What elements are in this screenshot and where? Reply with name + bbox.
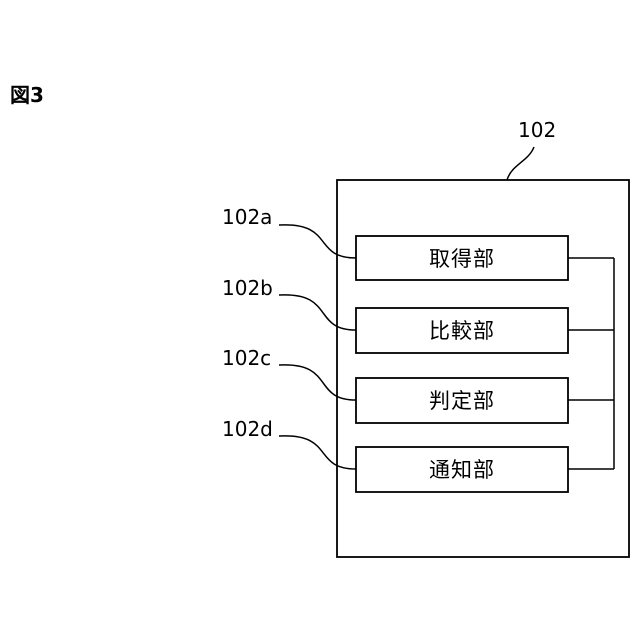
unit-ref-label-a: 102a: [222, 205, 272, 229]
unit-label-a: 取得部: [429, 247, 495, 271]
unit-ref-label-b: 102b: [222, 276, 273, 300]
unit-leader-line-c: [279, 365, 356, 400]
unit-ref-label-c: 102c: [222, 346, 271, 370]
unit-leader-line-a: [279, 225, 356, 258]
container-leader-line: [507, 147, 534, 180]
container-ref-label: 102: [518, 118, 556, 142]
unit-label-c: 判定部: [429, 389, 495, 413]
figure-label: 図3: [10, 83, 44, 107]
unit-label-d: 通知部: [429, 458, 495, 482]
unit-leader-line-d: [279, 436, 356, 469]
unit-leader-line-b: [279, 295, 356, 330]
unit-ref-label-d: 102d: [222, 417, 273, 441]
unit-label-b: 比較部: [429, 319, 495, 343]
